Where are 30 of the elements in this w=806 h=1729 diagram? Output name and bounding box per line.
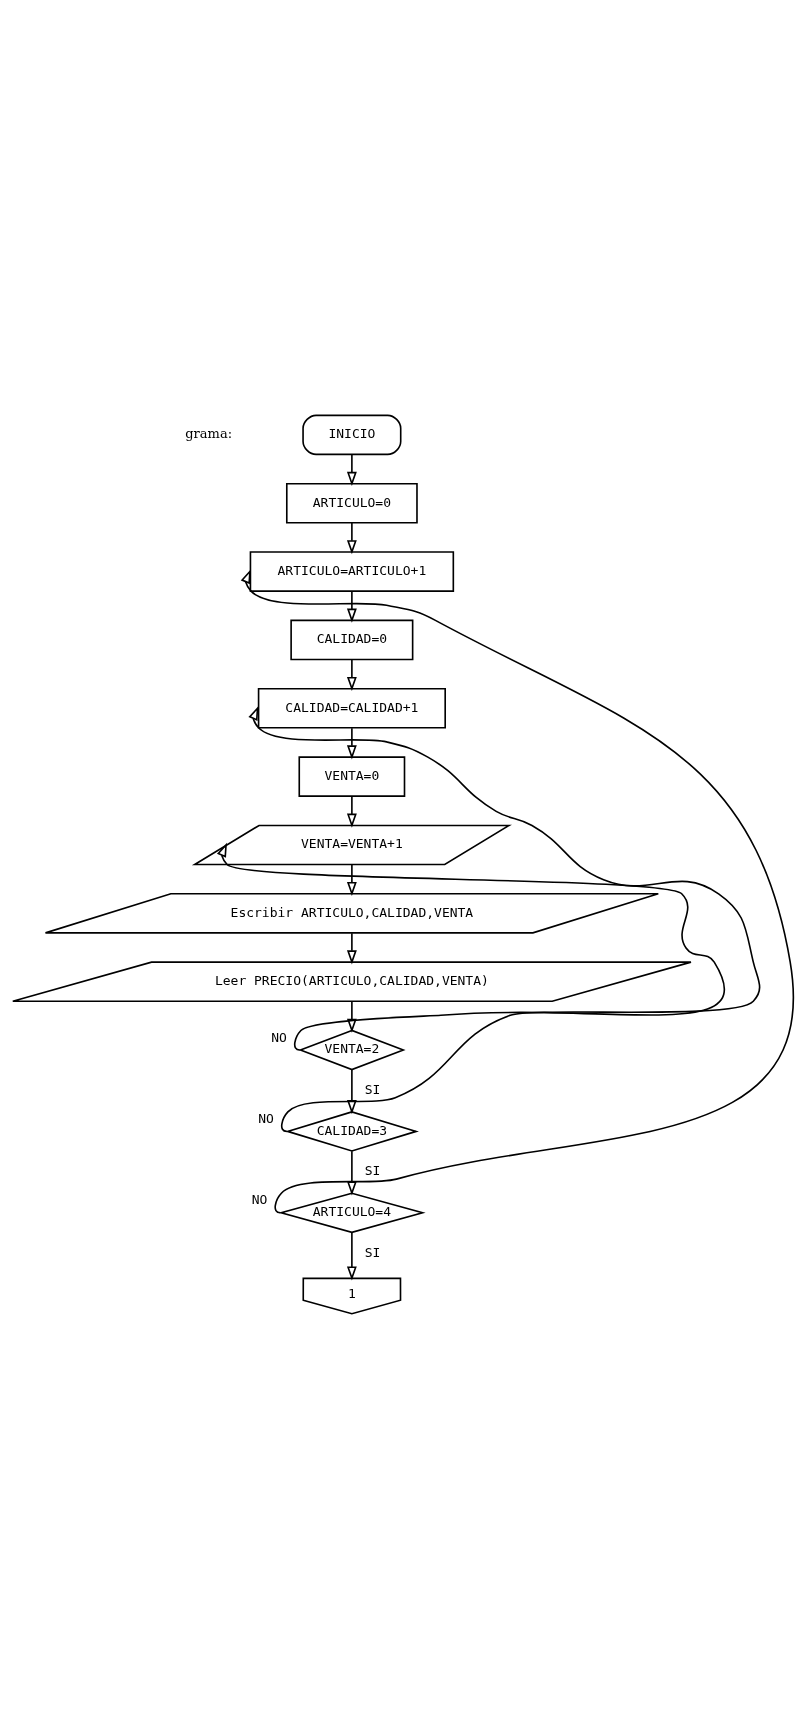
arrow [346, 590, 357, 623]
node-box: ARTICULO=0 [285, 482, 418, 524]
node-box: ARTICULO=ARTICULO+1 [249, 551, 455, 592]
edge-label: SI [364, 1163, 381, 1179]
edge-label: SI [364, 1244, 381, 1260]
node-box: CALIDAD=0 [290, 619, 414, 661]
edge-label: NO [258, 1111, 274, 1127]
arrow [346, 795, 357, 828]
node-box: INICIO [302, 414, 402, 456]
arrow [346, 522, 357, 555]
arrow [346, 932, 357, 965]
arrow [346, 659, 357, 692]
arrow [216, 842, 725, 1051]
node-diamond: ARTICULO=4 [278, 1192, 426, 1234]
arrow [248, 706, 761, 1133]
arrow [346, 1231, 357, 1281]
arrow [346, 864, 357, 897]
arrow [346, 453, 357, 486]
arrow [346, 727, 357, 760]
node-box: VENTA=0 [298, 756, 406, 797]
arrow [346, 1150, 357, 1196]
node-box: CALIDAD=CALIDAD+1 [257, 687, 446, 729]
arrow [346, 1000, 357, 1033]
edge-label: NO [271, 1029, 287, 1045]
node-diamond: CALIDAD=3 [284, 1111, 419, 1152]
node-diamond: VENTA=2 [298, 1029, 406, 1071]
label: grama: [185, 426, 233, 442]
edge-label: SI [364, 1082, 381, 1098]
edge-label: NO [251, 1192, 268, 1208]
arrow [346, 1069, 357, 1115]
